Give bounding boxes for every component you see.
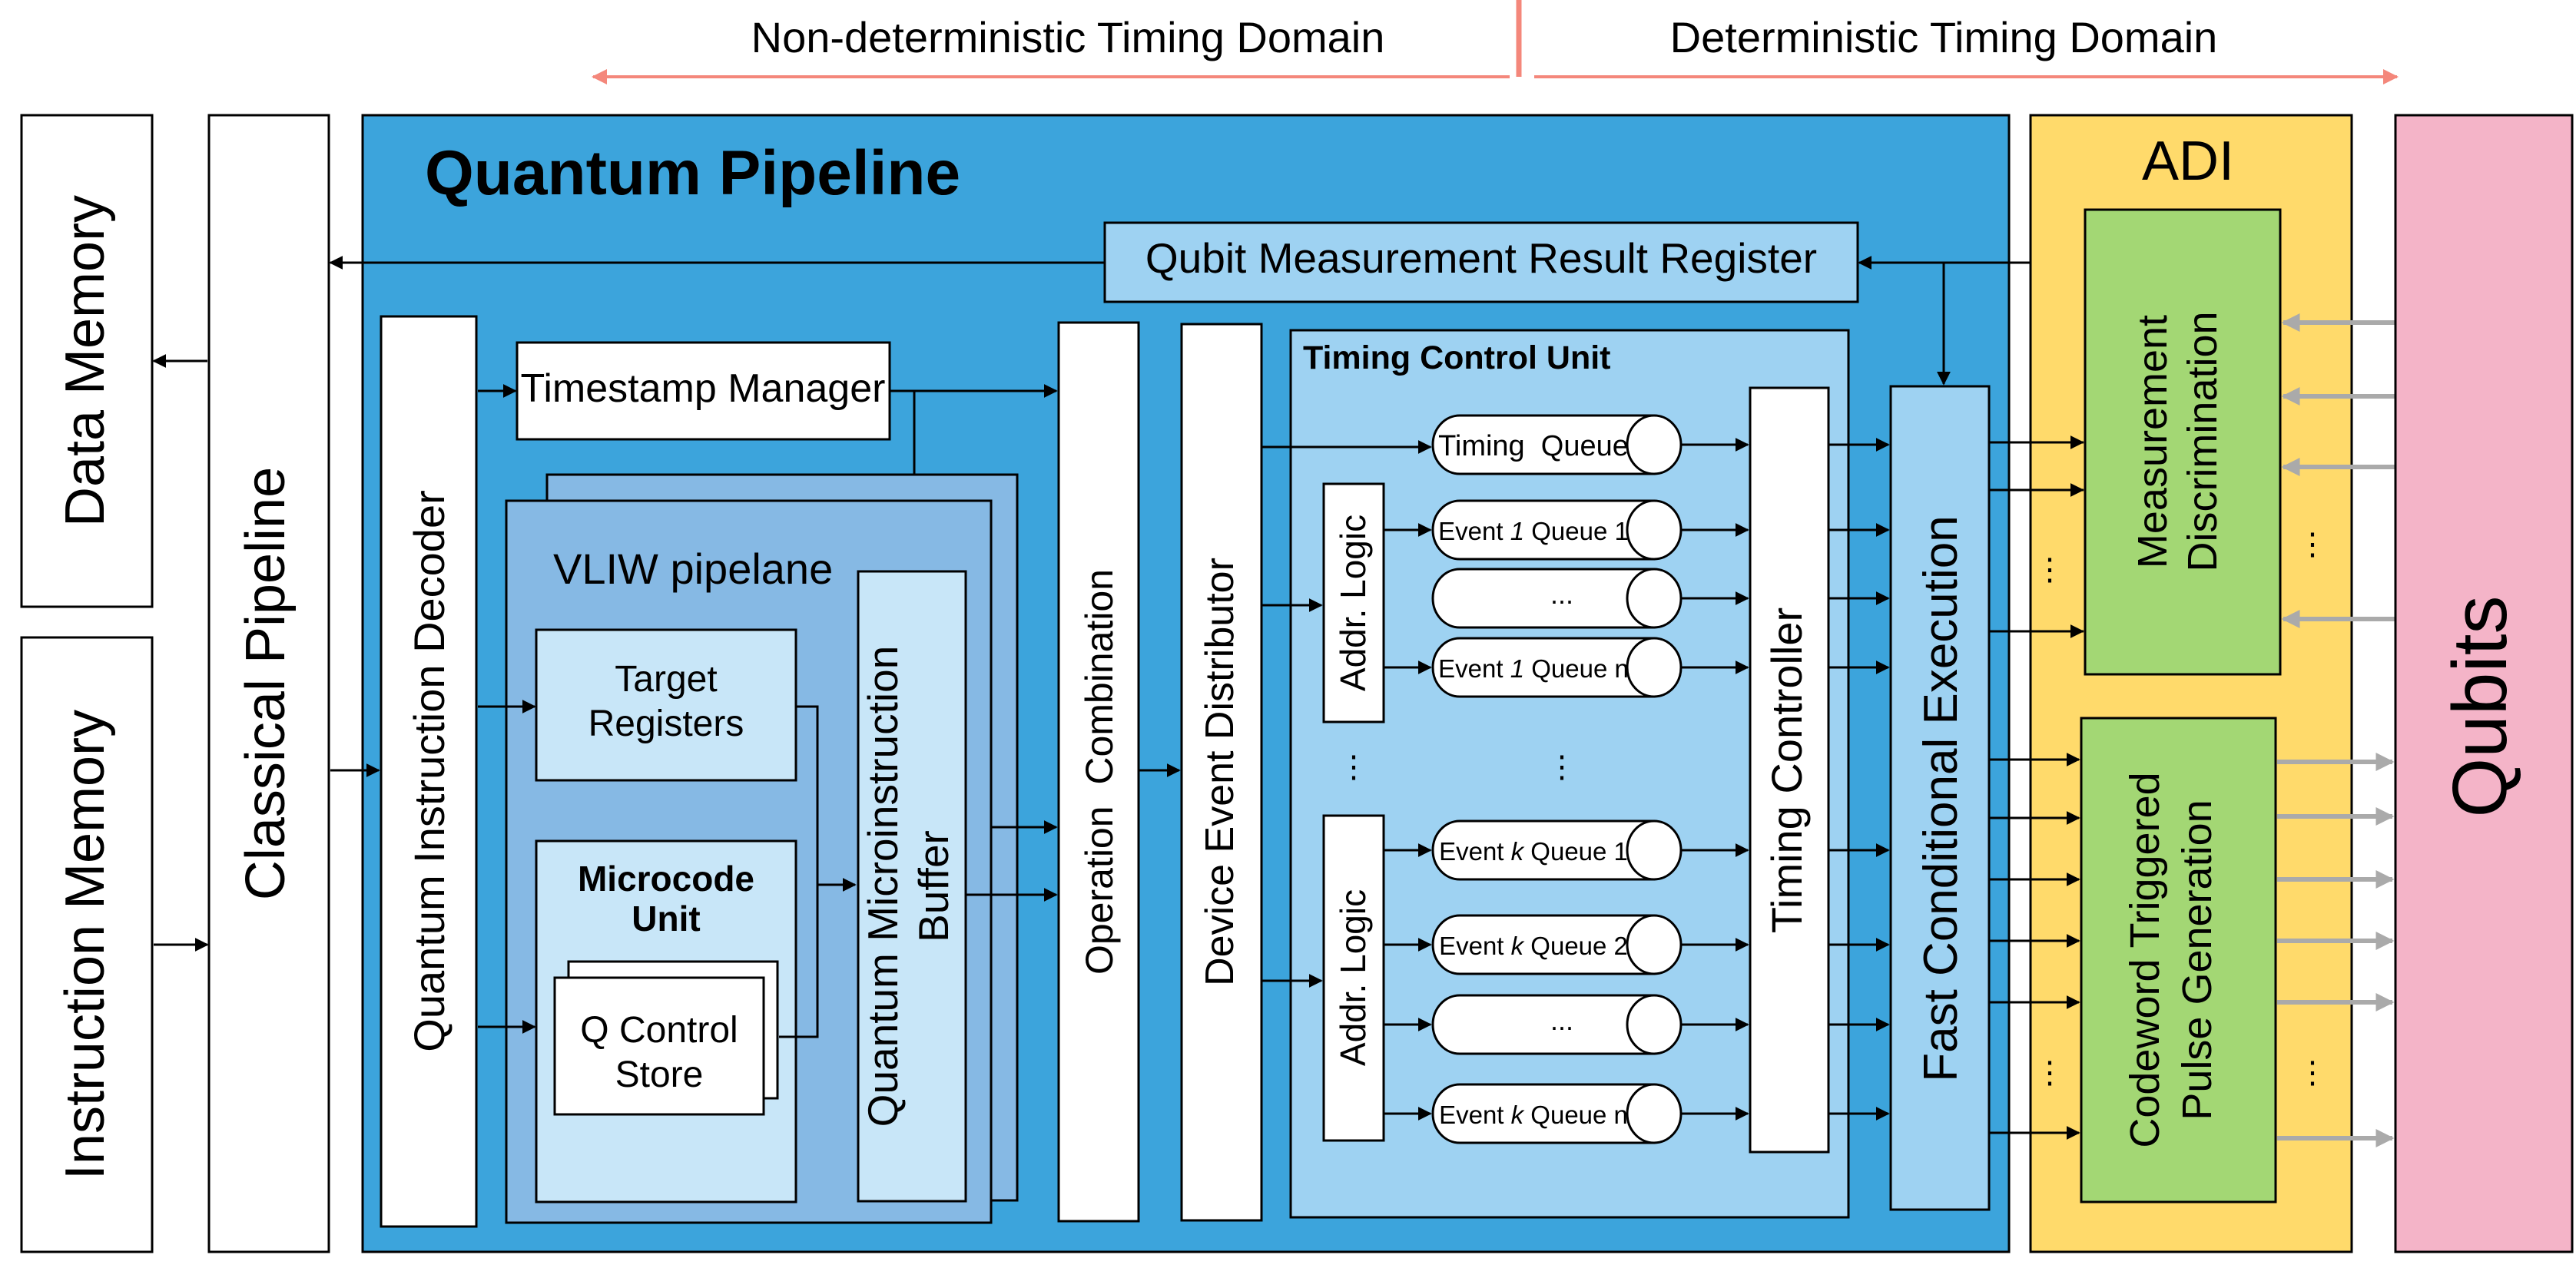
event1-ellipsis-label: ... [1550, 578, 1573, 610]
timestamp-manager: Timestamp Manager [516, 341, 891, 441]
operation-combination-label: Operation Combination [1078, 569, 1121, 975]
microcode-title-line1: Microcode [578, 859, 754, 899]
eventk-queue-ellipsis: ... [1431, 994, 1683, 1055]
eventk-ellipsis-label: ... [1550, 1005, 1573, 1036]
measurement-register-label: Qubit Measurement Result Register [1145, 234, 1817, 282]
buffer-line2: Buffer [910, 830, 957, 942]
addr-logic-k-label: Addr. Logic [1333, 889, 1373, 1066]
qubits-label: Qubits [2437, 595, 2523, 817]
adi-top-vdots: ⋮ [2034, 553, 2065, 587]
data-memory-label: Data Memory [55, 195, 116, 527]
eventk-queue1-label: Event k Queue 1 [1439, 837, 1628, 866]
event1-queue1-label: Event 1 Queue 1 [1438, 517, 1629, 545]
measurement-discrimination-line2: Discrimination [2180, 311, 2226, 571]
target-registers-line2: Registers [588, 704, 744, 744]
measurement-discrimination: Measurement Discrimination [2084, 208, 2282, 676]
addr-logic-vdots: ⋮ [1338, 750, 1369, 784]
classical-pipeline-block: Classical Pipeline [207, 114, 330, 1253]
event1-queuen: Event 1 Queue n [1431, 637, 1683, 698]
eventk-queue2-label: Event k Queue 2 [1439, 932, 1628, 960]
target-registers-line1: Target [615, 659, 717, 700]
nondeterministic-domain-label: Non-deterministic Timing Domain [751, 13, 1385, 61]
pulse-generation-line1: Codeword Triggered [2122, 772, 2168, 1147]
q-control-store: Q Control Store [553, 960, 779, 1116]
buffer-line1: Quantum Microinstruction [859, 646, 907, 1127]
device-event-distributor-label: Device Event Distributor [1198, 558, 1242, 986]
addr-logic-1: Addr. Logic [1322, 482, 1385, 723]
q-control-store-line1: Q Control [580, 1010, 738, 1051]
timing-domains: Non-deterministic Timing Domain Determin… [592, 0, 2399, 84]
operation-combination: Operation Combination [1057, 321, 1140, 1223]
timestamp-manager-label: Timestamp Manager [521, 366, 886, 411]
qubits-block: Qubits [2394, 114, 2574, 1253]
device-event-distributor: Device Event Distributor [1180, 323, 1263, 1222]
deterministic-domain-label: Deterministic Timing Domain [1670, 13, 2218, 61]
decoder-label: Quantum Instruction Decoder [405, 490, 453, 1051]
measurement-register: Qubit Measurement Result Register [1103, 221, 1859, 303]
measurement-discrimination-line1: Measurement [2130, 315, 2176, 568]
qubits-bottom-vdots: ⋮ [2297, 1056, 2328, 1090]
tcu-title: Timing Control Unit [1303, 339, 1610, 376]
fast-conditional-execution-label: Fast Conditional Execution [1915, 515, 1968, 1082]
fast-conditional-execution: Fast Conditional Execution [1889, 385, 1991, 1211]
microcode-title-line2: Unit [632, 899, 700, 939]
qubits-top-vdots: ⋮ [2297, 528, 2328, 561]
instruction-memory-label: Instruction Memory [55, 710, 116, 1180]
addr-logic-k: Addr. Logic [1322, 814, 1385, 1142]
microinstruction-buffer: Quantum Microinstruction Buffer [857, 570, 967, 1203]
queues-vdots: ⋮ [1547, 750, 1577, 784]
vliw-label: VLIW pipelane [553, 545, 833, 593]
timing-queue-label: Timing Queue [1438, 430, 1629, 462]
eventk-queuen: Event k Queue n [1431, 1083, 1683, 1144]
addr-logic-1-label: Addr. Logic [1333, 515, 1373, 691]
event1-queue1: Event 1 Queue 1 [1431, 499, 1683, 561]
timing-controller: Timing Controller [1749, 386, 1830, 1154]
eventk-queue1: Event k Queue 1 [1431, 819, 1683, 881]
adi-title: ADI [2142, 131, 2234, 192]
q-control-store-line2: Store [615, 1054, 704, 1095]
target-registers: Target Registers [535, 628, 797, 782]
data-memory-block: Data Memory [20, 114, 154, 608]
event1-queue-ellipsis: ... [1431, 568, 1683, 629]
pulse-generation-line2: Pulse Generation [2174, 800, 2220, 1120]
timing-queue: Timing Queue [1431, 414, 1683, 475]
classical-pipeline-label: Classical Pipeline [235, 467, 297, 900]
eventk-queue2: Event k Queue 2 [1431, 914, 1683, 975]
timing-controller-label: Timing Controller [1762, 608, 1811, 933]
quantum-instruction-decoder: Quantum Instruction Decoder [380, 315, 478, 1228]
quantum-pipeline-title: Quantum Pipeline [425, 138, 960, 208]
eventk-queuen-label: Event k Queue n [1439, 1101, 1628, 1129]
event1-queuen-label: Event 1 Queue n [1438, 654, 1629, 683]
adi-bottom-vdots: ⋮ [2034, 1056, 2065, 1090]
pulse-generation: Codeword Triggered Pulse Generation [2080, 717, 2277, 1203]
instruction-memory-block: Instruction Memory [20, 636, 154, 1253]
